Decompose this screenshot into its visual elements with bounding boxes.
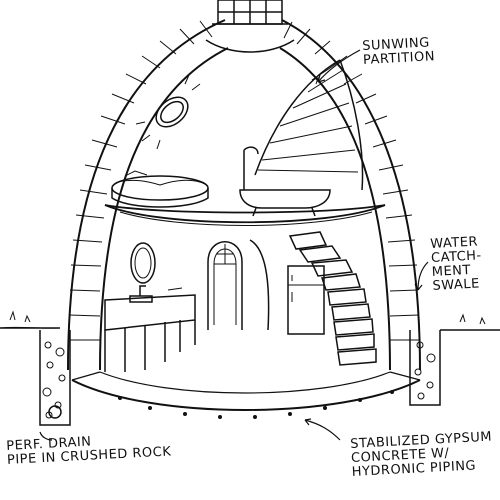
skylight: [205, 0, 295, 53]
foundation-footings: [39, 330, 441, 426]
sunwing-leader: [317, 49, 361, 83]
stabilized-gypsum-floor-label: STABILIZED GYPSUM CONCRETE W/ HYDRONIC P…: [350, 430, 494, 480]
drain-leader: [39, 431, 53, 441]
porthole-window: [135, 74, 201, 150]
arched-doorway: [207, 239, 270, 331]
water-label-line-4: SWALE: [432, 276, 481, 294]
kitchen-mirror: [130, 242, 156, 284]
water-leader: [417, 261, 429, 291]
sunwing-partition-label: SUNWING PARTITION: [362, 35, 435, 67]
refrigerator: [287, 265, 325, 335]
loft-bed: [111, 170, 209, 208]
floor-slab: [71, 371, 421, 419]
earthbag-dome-wall: [67, 19, 421, 371]
ground: [0, 310, 500, 331]
sunwing-partition: [254, 59, 364, 191]
water-catchment-swale-label: WATER CATCH- MENT SWALE: [430, 235, 484, 294]
curved-staircase: [288, 231, 377, 366]
loft-bathtub: [239, 146, 331, 217]
kitchen-counter: [104, 285, 196, 372]
label-leaders: [39, 49, 429, 441]
loft-floor: [104, 204, 386, 226]
floor-leader: [304, 419, 341, 441]
